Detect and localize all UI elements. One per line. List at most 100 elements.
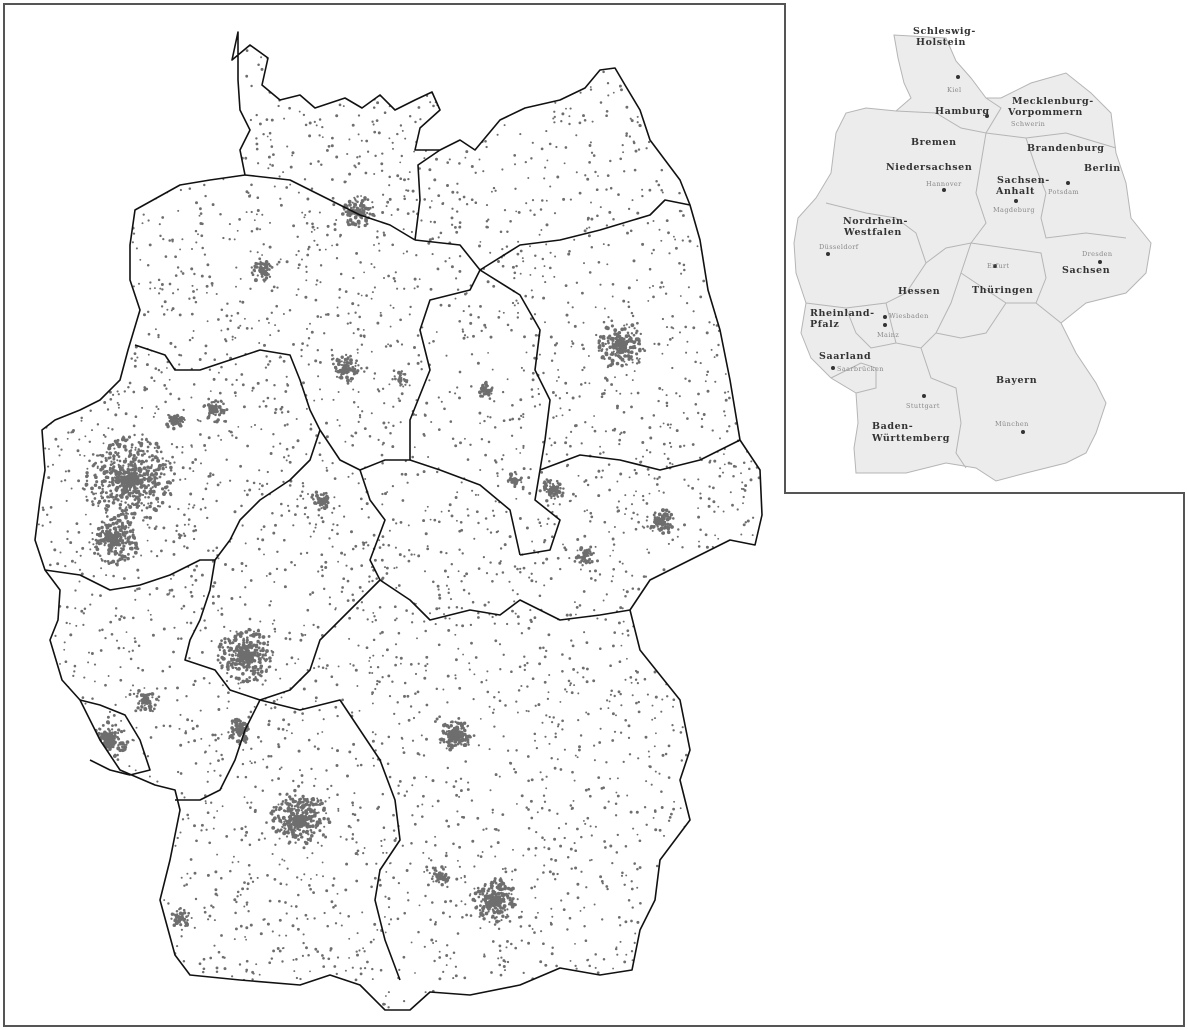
settlement-dot — [415, 254, 418, 257]
settlement-dot — [361, 541, 365, 544]
settlement-dot — [212, 1007, 215, 1010]
settlement-dot — [207, 770, 209, 773]
settlement-dot — [130, 49, 133, 53]
settlement-dot — [266, 135, 269, 138]
settlement-dot — [610, 383, 614, 386]
settlement-dot — [664, 81, 667, 84]
settlement-dot — [563, 546, 567, 550]
settlement-dot — [376, 388, 380, 391]
settlement-dot — [531, 378, 535, 382]
settlement-dot — [594, 475, 598, 479]
settlement-dot — [271, 852, 274, 856]
settlement-dot — [433, 518, 437, 522]
settlement-dot — [551, 47, 554, 51]
settlement-dot — [128, 129, 131, 133]
settlement-dot — [414, 52, 417, 55]
settlement-dot — [61, 377, 64, 380]
settlement-dot — [382, 276, 386, 280]
settlement-dot — [746, 752, 750, 755]
settlement-dot — [702, 413, 706, 416]
settlement-dot — [420, 53, 424, 57]
settlement-dot — [280, 502, 283, 506]
settlement-dot — [308, 134, 312, 138]
settlement-dot — [566, 892, 570, 895]
settlement-dot — [323, 911, 326, 915]
settlement-dot — [203, 32, 206, 35]
settlement-dot — [744, 995, 747, 998]
settlement-dot — [599, 647, 602, 650]
settlement-dot — [260, 428, 263, 431]
settlement-dot — [192, 290, 195, 293]
settlement-dot — [276, 286, 279, 289]
settlement-dot — [327, 145, 331, 148]
settlement-dot — [31, 649, 33, 651]
settlement-dot — [126, 228, 130, 231]
settlement-dot — [267, 719, 271, 723]
settlement-dot — [240, 373, 244, 376]
settlement-dot — [97, 831, 100, 834]
settlement-dot — [665, 101, 668, 104]
settlement-dot — [458, 686, 462, 690]
settlement-dot — [653, 650, 657, 653]
settlement-dot — [731, 682, 734, 686]
settlement-dot — [177, 507, 180, 511]
settlement-dot — [286, 867, 289, 870]
settlement-dot — [52, 328, 55, 330]
settlement-dot — [648, 492, 651, 495]
settlement-dot — [149, 173, 153, 176]
settlement-dot — [55, 761, 59, 765]
settlement-dot — [669, 54, 672, 58]
settlement-dot — [311, 101, 314, 105]
settlement-dot — [744, 872, 747, 875]
settlement-dot — [234, 980, 237, 983]
settlement-dot — [738, 819, 742, 822]
settlement-dot — [537, 387, 540, 390]
settlement-dot — [634, 149, 638, 153]
settlement-dot — [100, 884, 103, 887]
settlement-dot — [534, 254, 537, 258]
settlement-dot — [344, 290, 348, 293]
settlement-dot — [212, 377, 216, 381]
settlement-dot — [555, 79, 558, 82]
settlement-dot — [698, 989, 701, 992]
settlement-dot — [611, 59, 614, 62]
settlement-dot — [106, 408, 110, 411]
settlement-dot — [295, 253, 298, 256]
settlement-dot — [83, 231, 87, 234]
settlement-dot — [598, 573, 602, 576]
settlement-dot — [697, 515, 701, 519]
settlement-dot — [609, 159, 612, 163]
settlement-dot — [505, 946, 508, 949]
settlement-dot — [270, 988, 273, 991]
settlement-dot — [726, 744, 729, 748]
settlement-dot — [373, 377, 376, 380]
settlement-dot — [333, 222, 337, 226]
settlement-dot — [358, 709, 361, 712]
settlement-dot — [137, 942, 141, 946]
settlement-dot — [190, 396, 193, 399]
settlement-dot — [273, 878, 277, 881]
settlement-dot — [67, 431, 70, 434]
settlement-dot — [355, 54, 358, 57]
settlement-dot — [751, 122, 755, 126]
settlement-dot — [171, 455, 174, 459]
settlement-dot — [582, 667, 585, 670]
settlement-dot — [116, 827, 119, 830]
settlement-dot — [355, 950, 358, 953]
settlement-dot — [357, 406, 360, 408]
settlement-dot — [424, 664, 427, 668]
settlement-dot — [161, 216, 165, 219]
settlement-dot — [548, 142, 552, 146]
settlement-dot — [693, 74, 697, 77]
settlement-dot — [540, 70, 544, 74]
settlement-dot — [122, 577, 126, 580]
settlement-dot — [558, 503, 561, 506]
settlement-dot — [358, 949, 361, 952]
settlement-dot — [478, 915, 481, 918]
settlement-dot — [251, 880, 255, 883]
settlement-dot — [550, 907, 553, 910]
settlement-dot — [241, 383, 245, 387]
settlement-dot — [749, 299, 753, 303]
settlement-dot — [589, 511, 593, 515]
settlement-dot — [676, 535, 679, 538]
